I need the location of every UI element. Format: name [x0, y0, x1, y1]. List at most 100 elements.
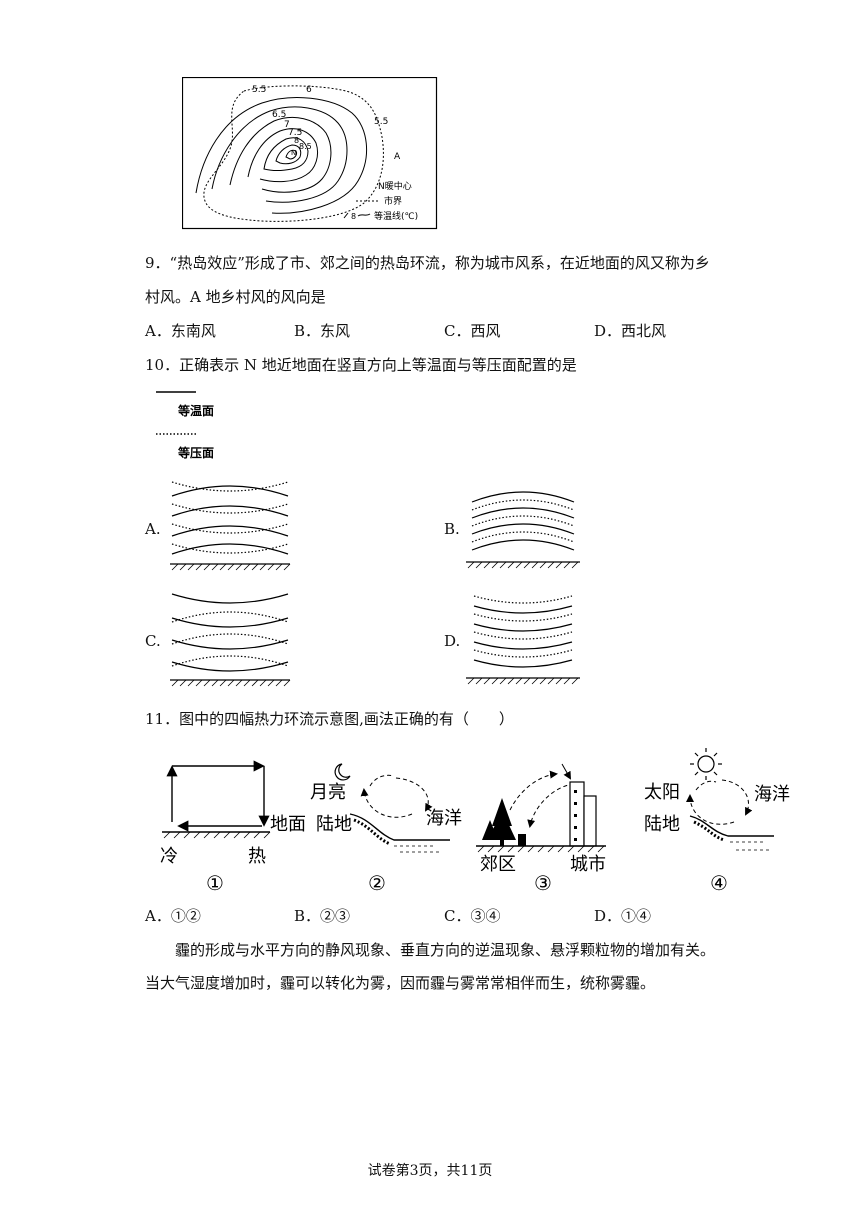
q10-label-b[interactable]: B. — [444, 520, 460, 538]
point-a-label: A — [394, 152, 401, 162]
isotherm-line — [195, 97, 368, 214]
isobar-curve — [471, 499, 575, 511]
isotherm-curve — [473, 605, 573, 614]
q9-stem-line1: 9．“热岛效应”形成了市、郊之间的热岛环流，称为城市风系，在近地面的风又称为乡 — [145, 254, 710, 272]
isotherm-curve — [171, 505, 289, 517]
q10-label-d[interactable]: D. — [444, 632, 461, 650]
diagram-number-3: ③ — [534, 871, 552, 895]
diagram-number-2: ② — [368, 871, 386, 895]
isotherm-legend-label: 等温面 — [177, 403, 214, 418]
q10-label-c[interactable]: C. — [145, 632, 161, 650]
isotherm-curve — [171, 525, 289, 537]
building-icon — [569, 781, 597, 847]
suburb-label: 郊区 — [480, 854, 516, 875]
q11-option-a[interactable]: A．①② — [145, 907, 201, 925]
legend-isotherm-label: 等温线(℃) — [374, 210, 418, 222]
isotherm-line — [229, 117, 332, 193]
q10-stem: 10．正确表示 N 地近地面在竖直方向上等温面与等压面配置的是 — [145, 356, 577, 374]
isotherm-label: 6.5 — [272, 110, 286, 120]
isobar-curve — [171, 543, 289, 554]
isotherm-curve — [171, 661, 289, 672]
legend-isotherm-value: 8 — [351, 212, 356, 221]
legend-isotherm-symbol — [343, 212, 349, 219]
q10-diagram-b-svg — [466, 491, 580, 569]
q10-diagram-d[interactable] — [462, 590, 584, 686]
circulation-diagram-3: 郊区 城市 ③ — [476, 763, 606, 895]
ocean-label: 海洋 — [426, 808, 462, 829]
isobar-curve — [473, 595, 573, 604]
land-label: 陆地 — [644, 814, 680, 835]
legend-center-label: N暖中心 — [378, 180, 412, 192]
q10-diagram-c-svg — [170, 593, 291, 687]
isotherm-label: 8 — [294, 136, 299, 145]
q10-legend: 等温面 等压面 — [150, 388, 260, 464]
isobar-legend-label: 等压面 — [177, 445, 214, 460]
flow-arrow — [360, 788, 413, 818]
isotherm-label: 7 — [284, 120, 290, 130]
isotherm-line — [285, 149, 297, 160]
q10-label-a[interactable]: A. — [145, 520, 161, 538]
city-boundary-line — [203, 85, 384, 222]
circulation-diagram-1: 地面 冷 热 ① — [160, 760, 306, 895]
q11-stem: 11．图中的四幅热力环流示意图,画法正确的有（ ） — [145, 710, 514, 728]
q10-diagram-c[interactable] — [168, 588, 292, 688]
q9-option-d[interactable]: D．西北风 — [594, 322, 667, 340]
isotherm-curve — [171, 639, 289, 650]
isobar-curve — [473, 631, 573, 640]
isotherm-line — [275, 144, 302, 165]
isotherm-map-figure: 5.5 6 6.5 7 7.5 8 8.5 5.5 N A N暖中心 市界 8 … — [181, 76, 438, 230]
map-frame — [181, 76, 438, 230]
circulation-diagram-4: 太阳 陆地 海洋 海洋 ④ — [644, 748, 790, 895]
circulation-diagram-2: 月亮 陆地 海洋 ② — [310, 763, 462, 895]
isotherm-curve — [471, 539, 575, 551]
q11-figure-svg: 地面 冷 热 ① 月亮 陆地 海洋 ② — [160, 748, 790, 895]
sun-label: 太阳 — [644, 782, 680, 803]
q9-option-b[interactable]: B．东风 — [294, 322, 351, 340]
ocean-label: 海洋 — [754, 784, 790, 805]
ground-hatch — [477, 845, 605, 853]
isotherm-line — [247, 128, 319, 183]
flow-arrow — [695, 780, 717, 791]
isotherm-map-svg: 5.5 6 6.5 7 7.5 8 8.5 5.5 N A N暖中心 市界 8 … — [181, 76, 438, 230]
isotherm-curve — [171, 543, 289, 555]
flow-arrow — [395, 777, 433, 812]
city-label: 城市 — [570, 854, 606, 875]
q11-option-c[interactable]: C．③④ — [444, 907, 501, 925]
coast-hatch — [353, 818, 391, 846]
ground-hatch — [171, 563, 291, 571]
isotherm-curve — [471, 491, 575, 503]
isotherm-label: 7.5 — [288, 128, 302, 138]
q9-option-a[interactable]: A．东南风 — [145, 322, 216, 340]
flow-arrow — [561, 763, 571, 780]
isotherm-curve — [471, 523, 575, 535]
q10-diagram-d-svg — [466, 595, 580, 685]
q9-option-c[interactable]: C．西风 — [444, 322, 501, 340]
q11-option-d[interactable]: D．①④ — [594, 907, 652, 925]
isotherm-curve — [473, 659, 573, 668]
isotherm-curve — [171, 485, 289, 497]
ground-hatch — [467, 561, 579, 569]
diagram-number-1: ① — [206, 871, 224, 895]
isobar-curve — [471, 515, 575, 527]
isobar-curve — [171, 481, 289, 492]
isotherm-curve — [171, 617, 289, 628]
isobar-curve — [473, 649, 573, 658]
cold-label: 冷 — [160, 846, 178, 867]
isobar-curve — [473, 613, 573, 622]
hot-label: 热 — [248, 846, 266, 867]
q10-diagram-a-svg — [170, 481, 291, 571]
page-footer: 试卷第3页，共11页 — [367, 1163, 493, 1179]
q10-diagram-a[interactable] — [168, 472, 292, 572]
q10-diagram-b[interactable] — [462, 484, 584, 570]
isotherm-line — [263, 137, 309, 171]
ground-hatch — [467, 677, 579, 685]
ground-hatch — [171, 679, 291, 687]
land-label: 陆地 — [316, 814, 352, 835]
isotherm-label: 5.5 — [252, 85, 266, 95]
passage-line1: 霾的形成与水平方向的静风现象、垂直方向的逆温现象、悬浮颗粒物的增加有关。 — [175, 941, 716, 959]
flow-arrow — [686, 794, 735, 825]
diagram-number-4: ④ — [710, 871, 728, 895]
moon-label: 月亮 — [310, 782, 346, 803]
isobar-curve — [171, 655, 289, 667]
q11-option-b[interactable]: B．②③ — [294, 907, 351, 925]
